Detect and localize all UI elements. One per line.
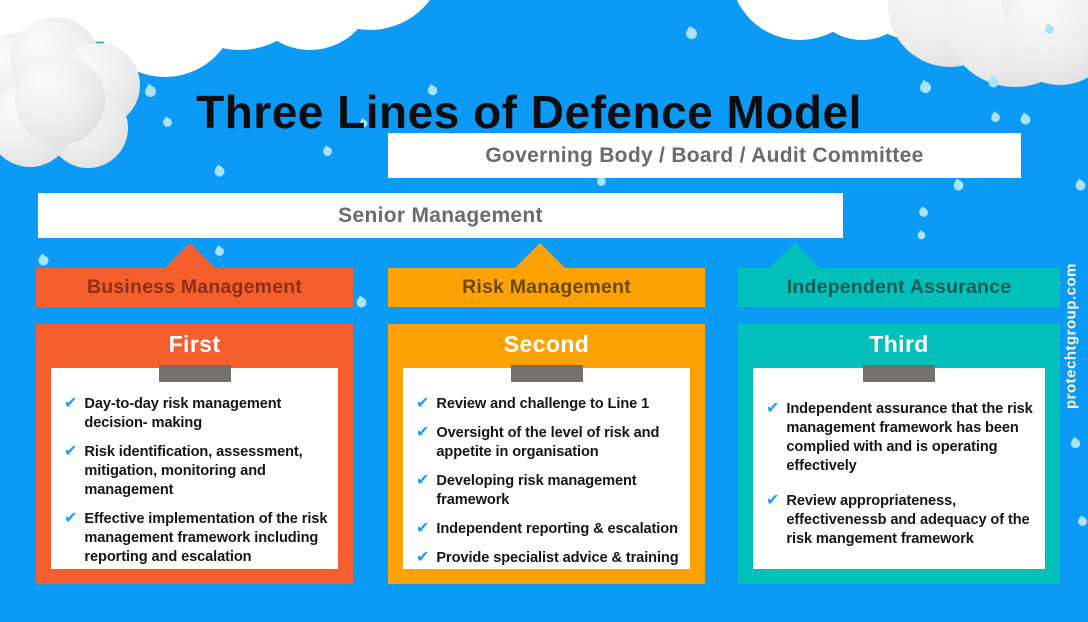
check-icon: ✔ [766, 491, 780, 509]
raindrop-icon [683, 25, 700, 42]
line-card-second: Second ✔ Review and challenge to Line 1 … [388, 324, 705, 584]
column-header-label: Risk Management [462, 276, 631, 298]
check-icon: ✔ [416, 519, 430, 537]
list-item-text: Effective implementation of the risk man… [84, 510, 328, 565]
list-item: ✔ Day-to-day risk management decision- m… [64, 395, 332, 433]
paper-panel: ✔ Independent assurance that the risk ma… [753, 365, 1045, 569]
governing-body-label: Governing Body / Board / Audit Committee [485, 143, 924, 167]
list-item-text: Oversight of the level of risk and appet… [436, 424, 660, 460]
list-item: ✔ Developing risk management framework [416, 472, 684, 510]
check-icon: ✔ [416, 548, 430, 566]
page-title: Three Lines of Defence Model [196, 85, 862, 138]
arrow-up-notch [513, 243, 567, 270]
column-header-business: Business Management [36, 268, 353, 307]
list-item: ✔ Provide specialist advice & training [416, 549, 684, 568]
list-item-text: Review appropriateness, effectivenessb a… [786, 492, 1030, 547]
list-item-text: Day-to-day risk management decision- mak… [84, 396, 282, 431]
card-title: Second [503, 331, 590, 357]
senior-management-label: Senior Management [338, 203, 543, 227]
card-title: First [168, 331, 221, 357]
bullet-list: ✔ Review and challenge to Line 1 ✔ Overs… [403, 368, 690, 568]
list-item: ✔ Independent assurance that the risk ma… [766, 400, 1039, 476]
tape-decoration [510, 365, 583, 382]
check-icon: ✔ [416, 395, 430, 412]
raindrop-icon [354, 295, 369, 310]
line-card-third: Third ✔ Independent assurance that the r… [738, 324, 1060, 584]
list-item-text: Review and challenge to Line 1 [436, 396, 650, 412]
column-header-risk: Risk Management [388, 268, 705, 307]
column-header-label: Business Management [86, 276, 303, 298]
list-item: ✔ Oversight of the level of risk and app… [416, 424, 684, 462]
tape-decoration [863, 365, 935, 382]
check-icon: ✔ [64, 509, 78, 527]
list-item-text: Independent reporting & escalation [436, 520, 678, 537]
list-item: ✔ Review appropriateness, effectivenessb… [766, 492, 1039, 549]
raindrop-icon [36, 253, 51, 268]
raindrop-icon [1069, 437, 1082, 450]
list-item: ✔ Review and challenge to Line 1 [416, 395, 684, 414]
column-header-label: Independent Assurance [786, 276, 1012, 298]
list-item: ✔ Effective implementation of the risk m… [64, 510, 332, 567]
raindrop-icon [1076, 515, 1088, 528]
list-item-text: Developing risk management framework [436, 472, 637, 508]
list-item-text: Independent assurance that the risk mana… [786, 401, 1033, 474]
paper-panel: ✔ Day-to-day risk management decision- m… [51, 365, 338, 569]
tape-decoration [158, 365, 231, 382]
raindrop-icon [321, 145, 334, 158]
card-title: Third [869, 331, 929, 357]
check-icon: ✔ [64, 395, 78, 412]
line-card-first: First ✔ Day-to-day risk management decis… [36, 324, 353, 584]
arrow-up-notch [768, 243, 822, 270]
list-item-text: Risk identification, assessment, mitigat… [84, 443, 303, 498]
raindrop-icon [951, 178, 966, 193]
check-icon: ✔ [64, 442, 78, 460]
check-icon: ✔ [416, 423, 430, 441]
watermark-url: protechtgroup.com [1062, 263, 1080, 409]
list-item-text: Provide specialist advice & training [436, 549, 679, 566]
list-item: ✔ Independent reporting & escalation [416, 520, 684, 539]
raindrop-icon [212, 164, 227, 179]
paper-panel: ✔ Review and challenge to Line 1 ✔ Overs… [403, 365, 690, 569]
list-item: ✔ Risk identification, assessment, mitig… [64, 443, 332, 500]
arrow-up-notch [163, 243, 217, 270]
raindrop-icon [917, 206, 930, 219]
check-icon: ✔ [416, 471, 430, 489]
governing-body-bar: Governing Body / Board / Audit Committee [388, 133, 1021, 178]
raindrop-icon [1073, 178, 1088, 193]
column-header-assurance: Independent Assurance [738, 268, 1060, 307]
senior-management-bar: Senior Management [38, 193, 843, 238]
raindrop-icon [916, 230, 927, 241]
check-icon: ✔ [766, 400, 780, 417]
bullet-list: ✔ Independent assurance that the risk ma… [753, 368, 1045, 549]
bullet-list: ✔ Day-to-day risk management decision- m… [51, 368, 338, 567]
